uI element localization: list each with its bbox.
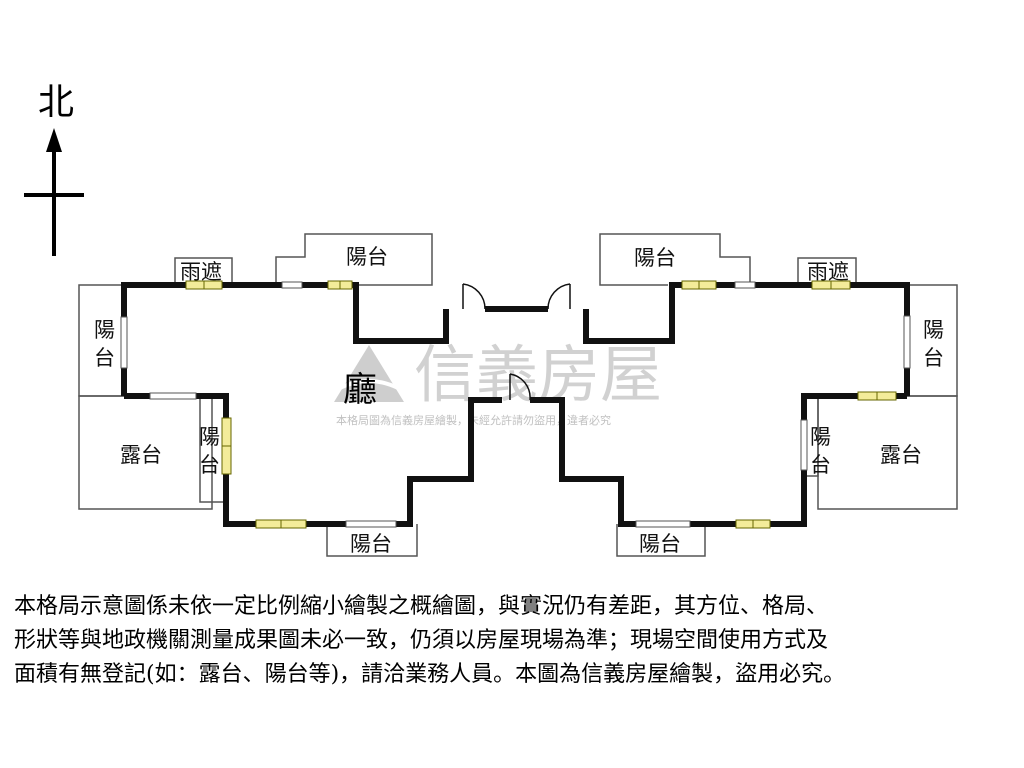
disclaimer-line-2: 形狀等與地政機關測量成果圖未必一致，仍須以房屋現場為準；現場空間使用方式及 — [14, 628, 829, 653]
left-canopy-label: 雨遮 — [180, 260, 222, 284]
right-balcony-east-label-2: 台 — [923, 346, 944, 370]
compass: 北 — [24, 82, 84, 256]
left-balcony-west-label-1: 陽 — [94, 318, 115, 342]
house-logo-icon — [334, 345, 404, 402]
center-door[interactable] — [509, 373, 531, 401]
swing-doors — [462, 283, 571, 401]
left-balcony-west-label-2: 台 — [94, 346, 115, 370]
left-balcony-mid-label-1: 陽 — [199, 425, 220, 449]
left-balcony-mid-label-2: 台 — [199, 453, 220, 477]
right-canopy-label: 雨遮 — [807, 260, 849, 284]
right-balcony-top-label: 陽台 — [634, 246, 676, 270]
walls — [121, 282, 910, 527]
right-balcony-mid-label-2: 台 — [810, 453, 831, 477]
left-balcony-bottom-label: 陽台 — [350, 532, 392, 556]
disclaimer-line-3: 面積有無登記(如：露台、陽台等)，請洽業務人員。本圖為信義房屋繪製，盜用必究。 — [14, 662, 846, 687]
disclaimer-line-1: 本格局示意圖係未依一定比例縮小繪製之概繪圖，與實況仍有差距，其方位、格局、 — [14, 594, 829, 619]
right-terrace-label: 露台 — [880, 443, 922, 467]
right-entry-door[interactable] — [547, 283, 571, 310]
left-terrace-label: 露台 — [120, 443, 162, 467]
disclaimer: 本格局示意圖係未依一定比例縮小繪製之概繪圖，與實況仍有差距，其方位、格局、 形狀… — [14, 590, 1014, 692]
north-label: 北 — [38, 82, 74, 123]
watermark: 信義房屋 本格局圖為信義房屋繪製，未經允許請勿盜用，違者必究 — [334, 338, 662, 427]
right-balcony-bottom-label: 陽台 — [639, 532, 681, 556]
left-entry-door[interactable] — [462, 283, 486, 310]
sliding-doors — [120, 281, 911, 528]
right-balcony-east-label-1: 陽 — [923, 318, 944, 342]
left-balcony-top-label: 陽台 — [346, 245, 388, 269]
right-balcony-mid-label-1: 陽 — [810, 425, 831, 449]
living-room-label: 廳 — [343, 370, 377, 410]
floor-plan: 北 信義房屋 本格局圖為信義房屋繪製，未經允許請勿盜用，違者必究 — [24, 82, 958, 557]
